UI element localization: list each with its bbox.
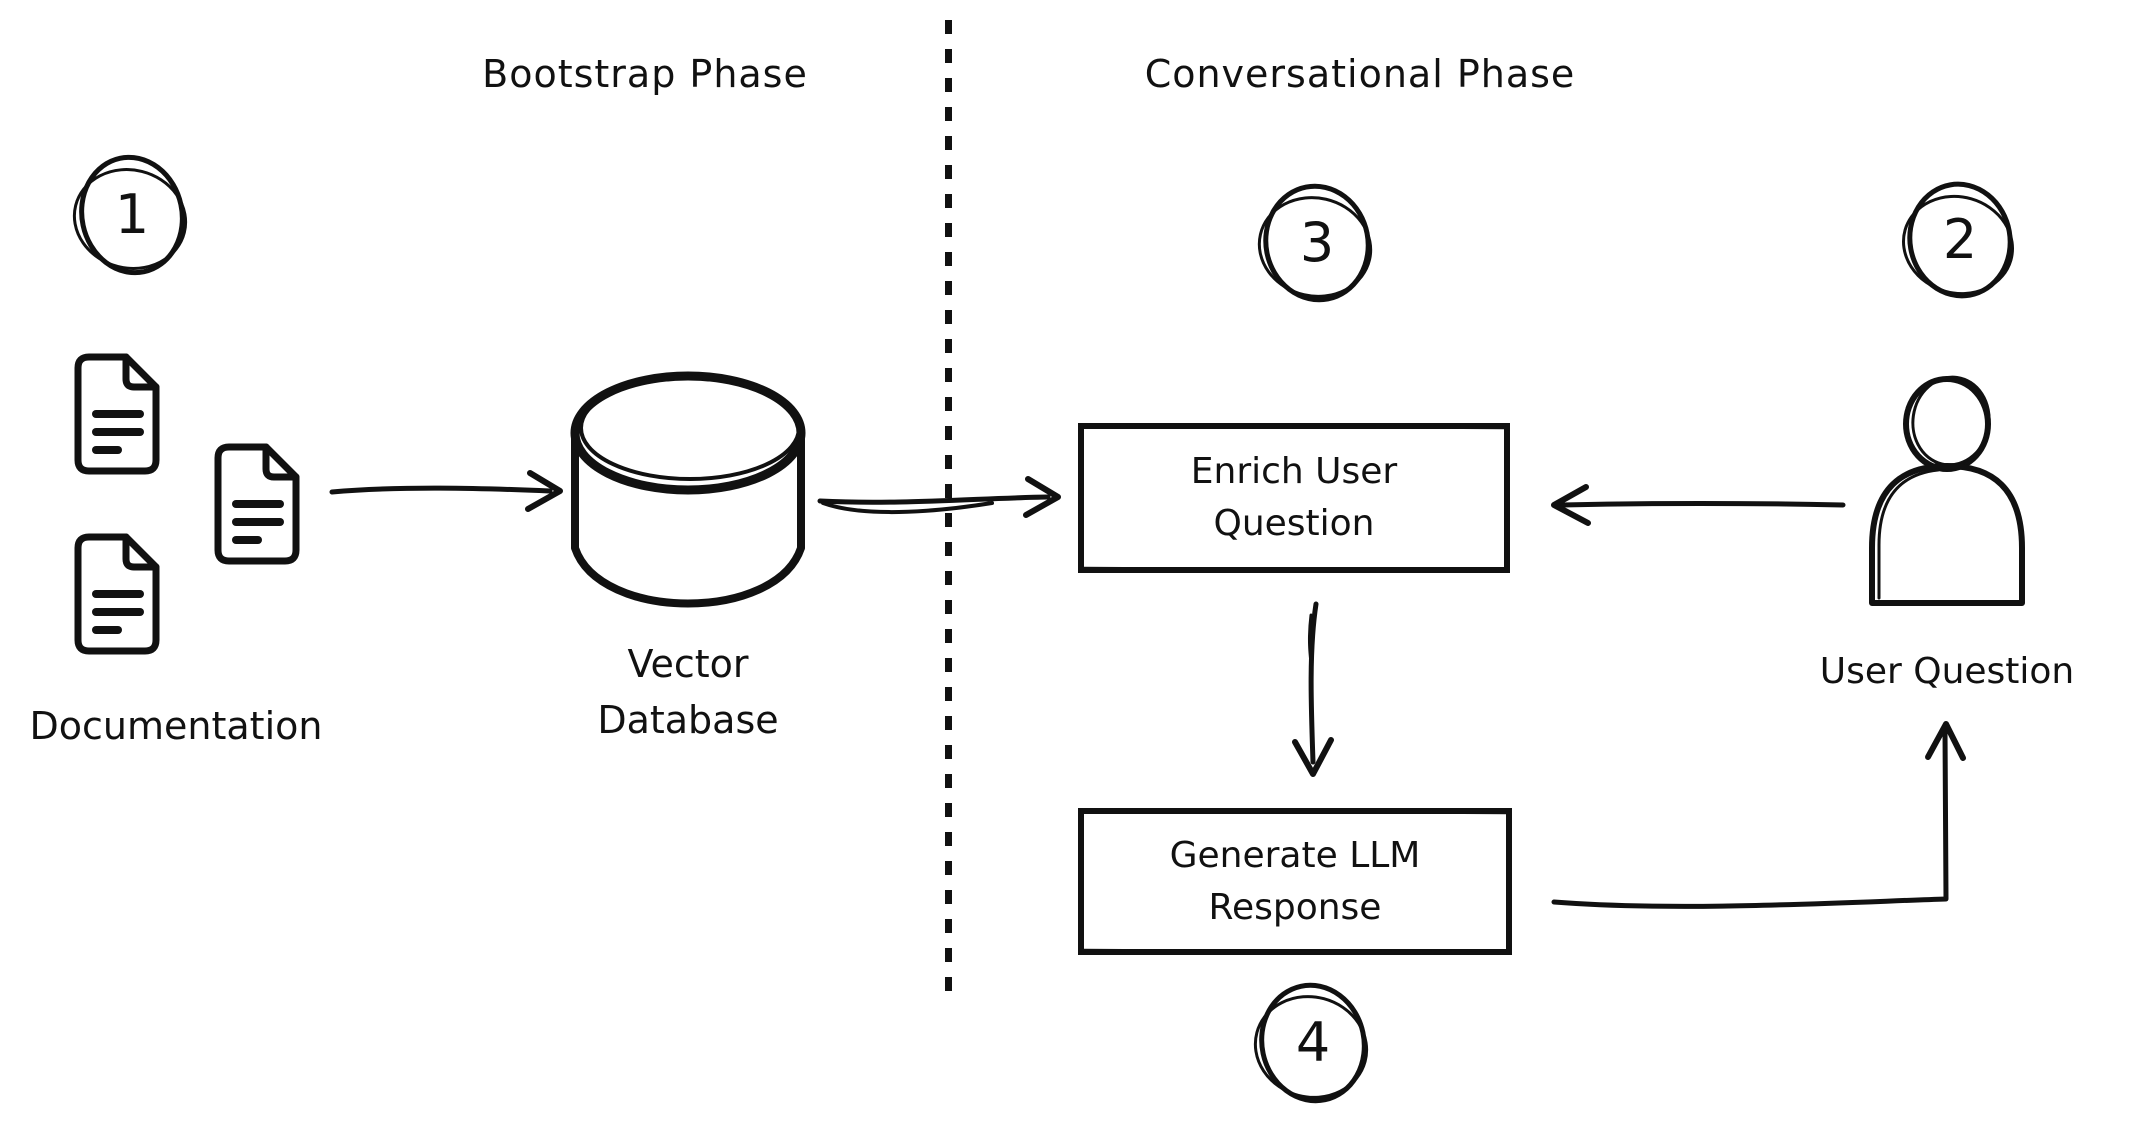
step-3-badge-number: 3 — [1299, 211, 1335, 274]
document-icon — [74, 353, 160, 475]
enrich-box-label-line1: Enrich User — [1190, 451, 1398, 492]
generate-box-label-line2: Response — [1208, 886, 1382, 928]
database-cylinder-icon — [570, 371, 806, 608]
step-2-badge-icon — [1902, 181, 2014, 299]
phase-divider-dashed-line — [945, 20, 952, 1000]
generate-llm-response-box: Generate LLM Response — [1078, 808, 1512, 955]
arrow-enrich-to-generate — [1292, 601, 1334, 777]
conversational-phase-title: Conversational Phase — [1144, 52, 1576, 96]
bootstrap-phase-title: Bootstrap Phase — [482, 52, 808, 96]
step-1-badge-icon — [72, 154, 188, 276]
generate-box-label-line1: Generate LLM — [1169, 834, 1421, 876]
documentation-label: Documentation — [29, 704, 323, 748]
arrow-generate-to-user — [1551, 721, 1966, 909]
document-icon — [214, 443, 300, 565]
arrow-vectordb-to-enrich — [817, 476, 1061, 518]
enrich-box-label-line2: Question — [1213, 503, 1375, 544]
vector-database-label-line1: Vector — [627, 642, 749, 686]
arrow-user-to-enrich — [1551, 484, 1846, 526]
step-1-badge-number: 1 — [114, 183, 150, 246]
step-4-badge-icon — [1253, 982, 1369, 1104]
arrow-docs-to-vectordb — [329, 470, 563, 512]
vector-database-label: Vector Database — [538, 636, 838, 748]
vector-database-label-line2: Database — [597, 698, 779, 742]
enrich-user-question-box: Enrich User Question — [1078, 423, 1510, 573]
step-2-badge-number: 2 — [1942, 208, 1978, 271]
document-icon — [74, 533, 160, 655]
user-person-icon — [1869, 375, 2025, 606]
user-question-label: User Question — [1819, 651, 2075, 692]
step-4-badge-number: 4 — [1295, 1011, 1331, 1074]
step-3-badge-icon — [1257, 183, 1373, 303]
